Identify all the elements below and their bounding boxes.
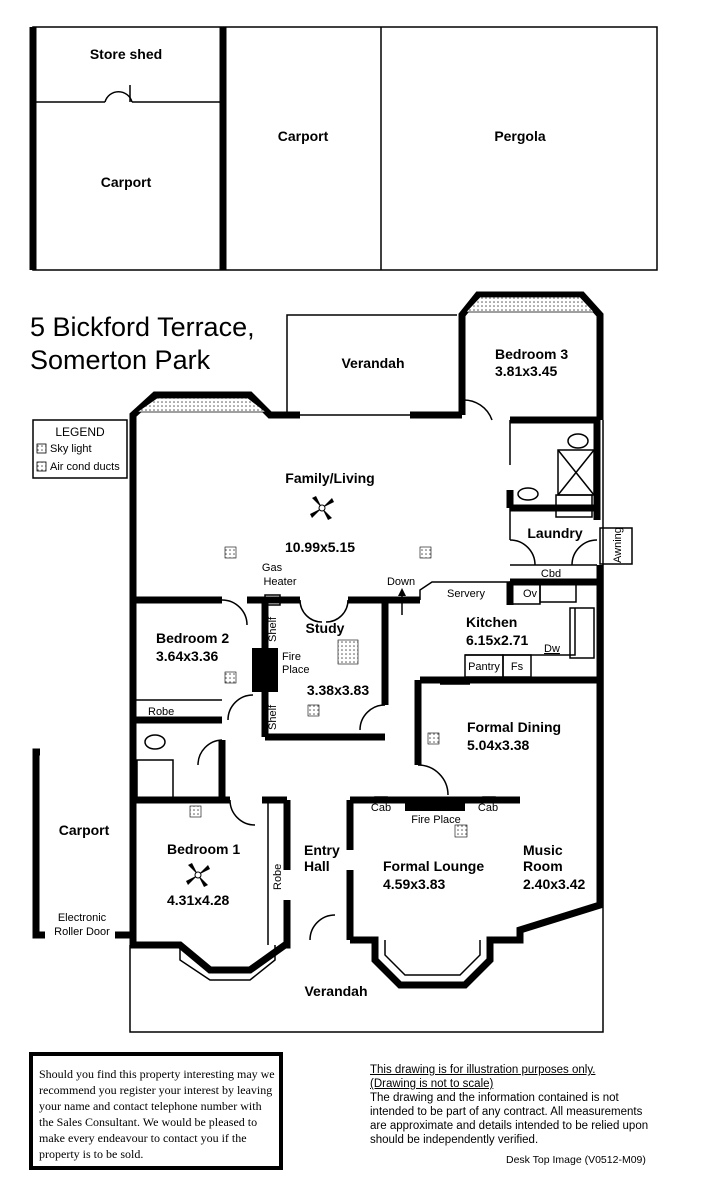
music-label-2: Room [523,858,563,874]
fireplace-label-1b: Place [282,664,310,676]
shelf-label-2: Shelf [267,704,279,730]
bedroom1-label: Bedroom 1 [167,841,240,857]
down-label: Down [387,576,415,588]
house-walls [32,291,633,1033]
credit-text: Desk Top Image (V0512-M09) [506,1154,646,1166]
disclaimer-line1: This drawing is for illustration purpose… [370,1064,596,1076]
fridge-space-label: Fs [511,661,524,673]
title-line2: Somerton Park [30,345,211,375]
cabinet-label-2: Cab [478,802,498,814]
bedroom3-label: Bedroom 3 [495,346,568,362]
bedroom1-dims: 4.31x4.28 [167,892,229,908]
family-dims: 10.99x5.15 [285,539,355,555]
contact-box [29,1052,283,1170]
ceiling-fan-icon [310,496,334,520]
legend-item-ducts: Air cond ducts [50,461,120,473]
music-label-1: Music [523,842,563,858]
ceiling-fan-icon-2 [186,863,210,887]
contact-note: Should you find this property interestin… [39,1067,275,1161]
cbd-label: Cbd [541,568,561,580]
fireplace-study [252,648,278,692]
toilet-icon [567,433,589,449]
bedroom3-dims: 3.81x3.45 [495,363,557,379]
entry-label-2: Hall [304,858,330,874]
robe-label-1: Robe [272,864,284,890]
lounge-dims: 4.59x3.83 [383,876,445,892]
lounge-label: Formal Lounge [383,858,484,874]
bedroom2-label: Bedroom 2 [156,630,229,646]
oven-label: Ov [523,588,538,600]
gas-heater-label-2: Heater [263,576,296,588]
dishwasher-label: Dw [544,643,560,655]
study-dims: 3.38x3.83 [307,682,369,698]
skylight-icon [36,443,47,454]
kitchen-dims: 6.15x2.71 [466,632,528,648]
shower-icon [557,449,595,496]
title-line1: 5 Bickford Terrace, [30,312,255,342]
fireplace-label-1a: Fire [282,651,301,663]
study-label: Study [306,620,345,636]
laundry-label: Laundry [527,525,582,541]
carport-left-label: Carport [101,174,152,190]
servery-label: Servery [447,588,485,600]
legend-item-skylight: Sky light [50,443,92,455]
verandah-bottom-label: Verandah [304,983,367,999]
family-label: Family/Living [285,470,374,486]
fireplace-label-2: Fire Place [411,814,461,826]
disclaimer-body: The drawing and the information containe… [370,1092,649,1146]
roller-door-label-1: Electronic [58,912,107,924]
legend-heading: LEGEND [55,425,105,439]
roller-door-label-2: Roller Door [54,926,110,938]
dining-label: Formal Dining [467,719,561,735]
kitchen-label: Kitchen [466,614,517,630]
verandah-top-label: Verandah [341,355,404,371]
air-duct-icon [36,461,47,472]
gas-heater-label-1: Gas [262,562,283,574]
carport-mid-label: Carport [278,128,329,144]
bedroom2-dims: 3.64x3.36 [156,648,218,664]
shelf-label-1: Shelf [267,616,279,642]
cabinet-label-1: Cab [371,802,391,814]
pantry-label: Pantry [468,661,500,673]
pergola-label: Pergola [494,128,546,144]
disclaimer-line2: (Drawing is not to scale) [370,1078,494,1090]
legend [32,419,128,479]
outbuildings [29,26,658,271]
entry-label-1: Entry [304,842,340,858]
basin-icon [517,487,539,501]
dining-dims: 5.04x3.38 [467,737,529,753]
store-shed-label: Store shed [90,46,162,62]
robe-label-2: Robe [148,706,174,718]
carport-side-label: Carport [59,822,110,838]
awning-label: Awning [612,527,624,563]
music-dims: 2.40x3.42 [523,876,585,892]
shower-icon-2 [136,759,174,799]
